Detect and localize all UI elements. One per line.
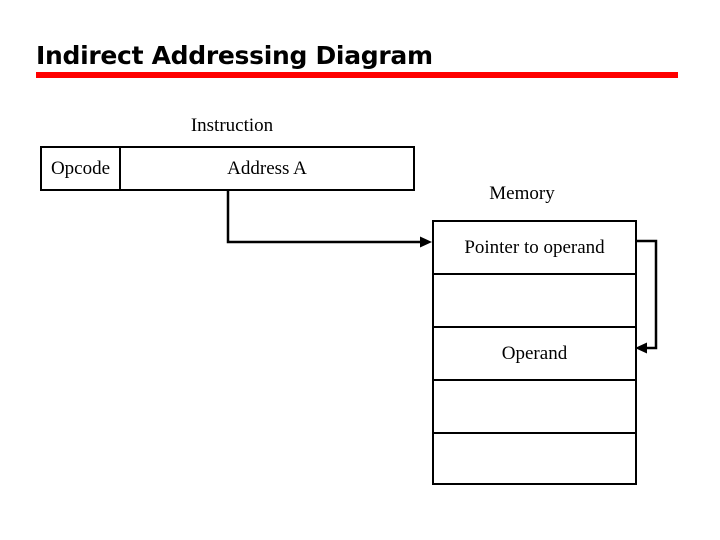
memory-row-label: Operand xyxy=(501,343,568,364)
memory-row: Pointer to operand xyxy=(434,222,635,275)
opcode-label: Opcode xyxy=(50,158,111,179)
page-title: Indirect Addressing Diagram xyxy=(36,41,433,70)
memory-box: Pointer to operand Operand xyxy=(432,220,637,485)
memory-label: Memory xyxy=(489,183,555,204)
instruction-field-opcode: Opcode xyxy=(42,148,121,189)
address-to-pointer-arrow xyxy=(226,191,432,248)
memory-row-label: Pointer to operand xyxy=(464,237,605,258)
instruction-box: Opcode Address A xyxy=(40,146,415,191)
instruction-label: Instruction xyxy=(190,115,274,136)
title-underline-rule xyxy=(36,72,678,78)
address-label: Address A xyxy=(227,158,307,179)
memory-row xyxy=(434,434,635,487)
memory-row: Operand xyxy=(434,328,635,381)
arrowhead-right-icon xyxy=(420,236,432,248)
memory-row xyxy=(434,275,635,328)
instruction-field-address: Address A xyxy=(121,148,413,189)
memory-row xyxy=(434,381,635,434)
pointer-to-operand-arrow xyxy=(635,239,658,354)
